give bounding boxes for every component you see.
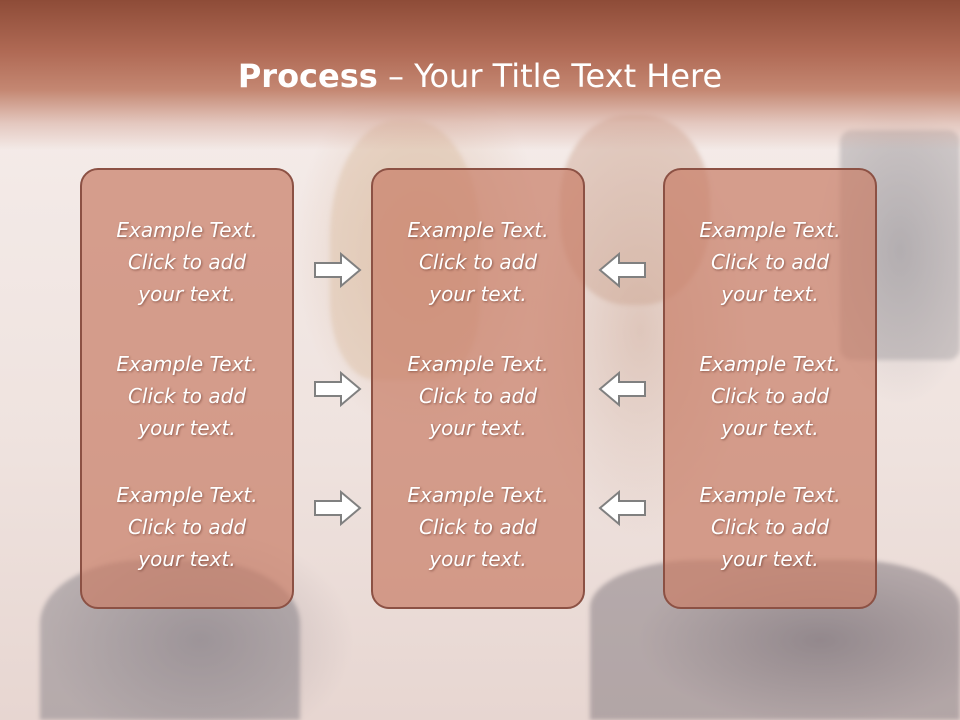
text-line: Click to add bbox=[710, 515, 830, 539]
text-line: your text. bbox=[721, 416, 819, 440]
text-line: Example Text. bbox=[407, 218, 549, 242]
text-line: your text. bbox=[138, 547, 236, 571]
text-block[interactable]: Example Text. Click to add your text. bbox=[665, 214, 875, 310]
text-block[interactable]: Example Text. Click to add your text. bbox=[665, 348, 875, 444]
text-line: Click to add bbox=[418, 515, 538, 539]
process-box-center[interactable]: Example Text. Click to add your text. Ex… bbox=[371, 168, 585, 609]
text-line: your text. bbox=[429, 416, 527, 440]
text-line: Example Text. bbox=[699, 483, 841, 507]
text-line: Example Text. bbox=[116, 352, 258, 376]
arrow-left-icon[interactable] bbox=[597, 250, 647, 290]
text-line: Example Text. bbox=[116, 218, 258, 242]
text-block[interactable]: Example Text. Click to add your text. bbox=[373, 348, 583, 444]
arrow-left-icon[interactable] bbox=[597, 369, 647, 409]
text-line: your text. bbox=[429, 547, 527, 571]
text-line: Example Text. bbox=[699, 218, 841, 242]
text-line: Example Text. bbox=[116, 483, 258, 507]
text-line: Click to add bbox=[418, 384, 538, 408]
process-box-left[interactable]: Example Text. Click to add your text. Ex… bbox=[80, 168, 294, 609]
text-block[interactable]: Example Text. Click to add your text. bbox=[82, 479, 292, 575]
arrow-left-icon[interactable] bbox=[597, 488, 647, 528]
text-block[interactable]: Example Text. Click to add your text. bbox=[373, 479, 583, 575]
text-line: your text. bbox=[138, 416, 236, 440]
text-line: Click to add bbox=[418, 250, 538, 274]
text-block[interactable]: Example Text. Click to add your text. bbox=[82, 348, 292, 444]
text-line: your text. bbox=[138, 282, 236, 306]
text-line: Click to add bbox=[127, 250, 247, 274]
title-bold: Process bbox=[237, 57, 378, 95]
text-line: your text. bbox=[721, 282, 819, 306]
text-line: your text. bbox=[721, 547, 819, 571]
text-line: Click to add bbox=[127, 384, 247, 408]
title-bar bbox=[0, 0, 960, 150]
arrow-right-icon[interactable] bbox=[313, 369, 363, 409]
text-line: Example Text. bbox=[407, 483, 549, 507]
arrow-right-icon[interactable] bbox=[313, 250, 363, 290]
text-line: Example Text. bbox=[407, 352, 549, 376]
arrow-right-icon[interactable] bbox=[313, 488, 363, 528]
text-block[interactable]: Example Text. Click to add your text. bbox=[373, 214, 583, 310]
text-line: your text. bbox=[429, 282, 527, 306]
slide-title[interactable]: Process – Your Title Text Here bbox=[0, 52, 960, 100]
text-line: Click to add bbox=[127, 515, 247, 539]
text-block[interactable]: Example Text. Click to add your text. bbox=[82, 214, 292, 310]
text-block[interactable]: Example Text. Click to add your text. bbox=[665, 479, 875, 575]
process-box-right[interactable]: Example Text. Click to add your text. Ex… bbox=[663, 168, 877, 609]
title-dash: – bbox=[377, 57, 415, 95]
text-line: Click to add bbox=[710, 250, 830, 274]
text-line: Click to add bbox=[710, 384, 830, 408]
title-rest: Your Title Text Here bbox=[414, 57, 723, 95]
text-line: Example Text. bbox=[699, 352, 841, 376]
